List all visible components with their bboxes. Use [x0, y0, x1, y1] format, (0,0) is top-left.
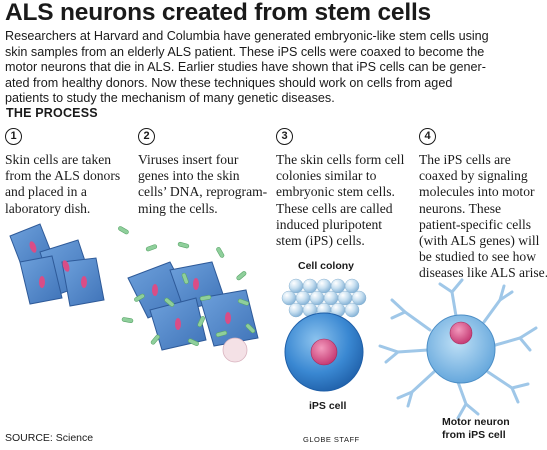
step-4-line: patient-specific cells [419, 216, 532, 232]
step-2-line: Viruses insert four [138, 152, 239, 167]
skin-cells-group [9, 223, 105, 307]
virus [245, 323, 256, 334]
nucleus [152, 284, 158, 296]
motor-neuron-label: Motor neuron from iPS cell [442, 416, 510, 441]
section-title: THE PROCESS [6, 106, 98, 120]
intro-line: motor neurons that die in ALS. Earlier s… [5, 60, 486, 75]
virus [121, 317, 134, 323]
step-4-number: 4 [419, 128, 436, 145]
nucleus [39, 276, 45, 288]
neuron-cell-body [426, 314, 496, 384]
virus [181, 272, 189, 285]
nucleus [29, 241, 37, 253]
step-1-line: laboratory dish. [5, 200, 91, 216]
step-1-number: 1 [5, 128, 22, 145]
intro-line: patients to study the mechanism of many … [5, 91, 335, 106]
motor-neuron-label-line: from iPS cell [442, 428, 506, 441]
step-1-line: from the ALS donors [5, 168, 121, 184]
dish-bubble [222, 337, 248, 363]
cell-colony [281, 278, 367, 318]
virus [216, 247, 225, 258]
ips-cell-illustration [284, 312, 364, 392]
step-3-line: The skin cells form cell [276, 152, 405, 167]
step-3-line: embryonic stem cells. [276, 184, 395, 200]
virus [150, 334, 160, 345]
step-4-line: (with ALS genes) will [419, 233, 540, 249]
virus-infected-cells-group [118, 226, 259, 363]
step-3-line: induced pluripotent [276, 216, 383, 232]
cell-colony-label: Cell colony [298, 260, 355, 272]
step-4-line: diseases like ALS arise. [419, 265, 547, 281]
step-3-line: colonies similar to [276, 168, 377, 184]
staff-credit: GLOBE STAFF [303, 435, 360, 444]
neuron-nucleus [449, 321, 473, 345]
nucleus [225, 312, 231, 324]
step-4-line: The iPS cells are [419, 152, 511, 167]
step-4-line: be studied to see how [419, 249, 537, 265]
intro-line: ated from healthy donors. Now these tech… [5, 75, 453, 90]
ips-cell-label: iPS cell [309, 400, 347, 412]
step-2-line: ming the cells. [138, 200, 218, 216]
ips-cell-nucleus [310, 338, 338, 366]
intro-line: skin samples from an elderly ALS patient… [5, 44, 485, 59]
step-3-text: The skin cells form cell colonies simila… [276, 152, 404, 249]
source-credit: SOURCE: Science [5, 432, 94, 444]
motor-neuron-illustration [378, 278, 538, 420]
step-3-number: 3 [276, 128, 293, 145]
step-1-line: and placed in a [5, 184, 87, 200]
step-4-line: coaxed by signaling [419, 168, 528, 184]
step-2-text: Viruses insert four genes into the skin … [138, 152, 267, 217]
step-2-number: 2 [138, 128, 155, 145]
intro-paragraph: Researchers at Harvard and Columbia have… [5, 29, 543, 107]
step-1-text: Skin cells are taken from the ALS donors… [5, 152, 120, 217]
virus [199, 295, 212, 301]
headline: ALS neurons created from stem cells [5, 0, 431, 26]
virus [236, 271, 247, 281]
motor-neuron-label-line: Motor neuron [442, 416, 510, 428]
virus [215, 330, 228, 338]
virus [164, 297, 175, 307]
neuron-dendrites [378, 278, 538, 420]
step-4-text: The iPS cells are coaxed by signaling mo… [419, 152, 547, 282]
step-4-line: molecules into motor [419, 184, 535, 200]
intro-line: Researchers at Harvard and Columbia have… [5, 29, 489, 43]
step-3-line: stem (iPS) cells. [276, 233, 365, 249]
nucleus [175, 318, 181, 330]
virus [197, 316, 205, 328]
virus [177, 241, 190, 249]
step-2-line: cells’ DNA, reprogram- [138, 184, 268, 200]
virus [145, 244, 158, 252]
step-2-line: genes into the skin [138, 168, 240, 184]
step-3-line: These cells are called [276, 200, 393, 216]
nucleus [62, 260, 70, 272]
virus [118, 226, 129, 235]
step-4-line: neurons. These [419, 200, 502, 216]
virus [187, 338, 199, 346]
virus [237, 298, 250, 306]
virus [134, 293, 145, 302]
nucleus [81, 276, 87, 288]
step-1-line: Skin cells are taken [5, 152, 112, 167]
nucleus [193, 278, 199, 290]
